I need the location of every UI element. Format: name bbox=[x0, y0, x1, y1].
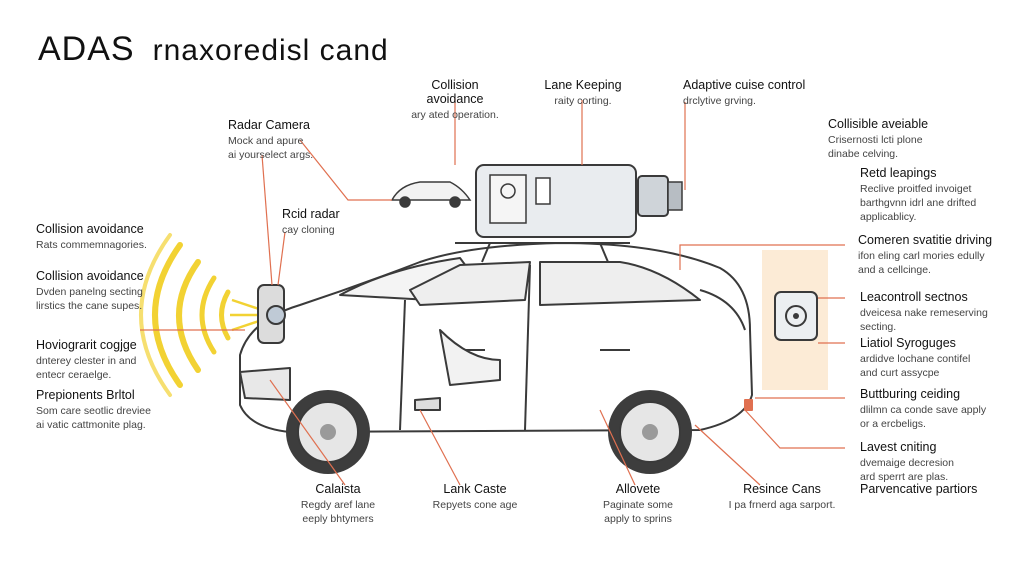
label-collision-avoidance-left-2: Collision avoidance Dvden panelng sectin… bbox=[36, 269, 156, 313]
label-heading: Radar Camera bbox=[228, 118, 310, 132]
label-desc: Dvden panelng secting bbox=[36, 286, 143, 298]
label-desc: Mock and apure bbox=[228, 135, 304, 147]
label-desc: ai vatic cattmonite plag. bbox=[36, 419, 146, 431]
page-title: ADAS rnaxoredisl cand bbox=[38, 30, 389, 69]
roof-rack bbox=[455, 242, 630, 263]
label-lane-keeping-top: Lane Keeping raity corting. bbox=[538, 78, 628, 108]
label-heading: Lavest cniting bbox=[860, 440, 937, 454]
label-heading: Buttburing ceiding bbox=[860, 387, 961, 401]
label-desc: entecr ceraelge. bbox=[36, 369, 112, 381]
label-comeren-driving: Comeren svatitie driving ifon eling carl… bbox=[858, 233, 998, 277]
label-heading: Liatiol Syroguges bbox=[860, 336, 956, 350]
side-sensor-module bbox=[774, 291, 818, 341]
car-outline bbox=[239, 242, 753, 433]
label-desc: I pa frnerd aga sarport. bbox=[728, 499, 836, 511]
label-heading: Prepionents Brltol bbox=[36, 388, 135, 402]
roof-control-unit bbox=[475, 164, 683, 238]
label-liatiol-syroguges: Liatiol Syroguges ardidve lochane contif… bbox=[860, 336, 1000, 380]
radar-waves bbox=[139, 233, 231, 397]
label-resince-cans: Resince Cans I pa frnerd aga sarport. bbox=[722, 482, 842, 512]
label-heading: Resince Cans bbox=[743, 482, 821, 496]
label-heading: Calaista bbox=[315, 482, 361, 496]
label-desc: or a ercbeligs. bbox=[860, 418, 926, 430]
label-collision-avoidance-top: Collision avoidance ary ated operation. bbox=[405, 78, 505, 122]
label-desc: applicablicy. bbox=[860, 211, 917, 223]
mini-car-icon bbox=[390, 181, 472, 208]
title-main: ADAS bbox=[38, 30, 135, 68]
label-adaptive-cruise: Adaptive cuise control drclytive grving. bbox=[683, 78, 813, 108]
front-radar-sensor bbox=[257, 284, 286, 344]
label-desc: Crisernosti lcti plone bbox=[828, 134, 923, 146]
label-buttburing-ceiding: Buttburing ceiding dlilmn ca conde save … bbox=[860, 387, 1000, 431]
label-desc: and curt assycpe bbox=[860, 367, 940, 379]
label-heading: Adaptive cuise control bbox=[683, 78, 806, 92]
label-desc: and a cellcinge. bbox=[858, 264, 931, 276]
label-desc: lirstics the cane supes. bbox=[36, 300, 143, 312]
label-desc: Repyets cone age bbox=[432, 499, 518, 511]
label-desc: ard sperrt are plas. bbox=[860, 471, 949, 483]
label-lank-caste: Lank Caste Repyets cone age bbox=[420, 482, 530, 512]
label-desc: ai yourselect args. bbox=[228, 149, 314, 161]
label-allovete: Allovete Paginate some apply to sprins bbox=[588, 482, 688, 526]
label-desc: dvemaige decresion bbox=[860, 457, 954, 469]
label-desc: raity corting. bbox=[554, 95, 612, 107]
label-rcid-radar: Rcid radar cay cloning bbox=[282, 207, 362, 237]
label-calaista: Calaista Regdy aref lane eeply bhtymers bbox=[288, 482, 388, 526]
label-heading: Allovete bbox=[615, 482, 661, 496]
label-radar-camera: Radar Camera Mock and apure ai yourselec… bbox=[228, 118, 338, 162]
label-desc: ifon eling carl mories edully bbox=[858, 250, 985, 262]
label-collision-avoidance-left: Collision avoidance Rats commemnagories. bbox=[36, 222, 156, 252]
title-subtitle: rnaxoredisl cand bbox=[152, 34, 389, 67]
label-desc: Som care seotlic dreviee bbox=[36, 405, 151, 417]
label-desc: barthgvnn idrl ane drifted bbox=[860, 197, 977, 209]
label-heading: Rcid radar bbox=[282, 207, 340, 221]
label-collisible-aveiable: Collisible aveiable Crisernosti lcti plo… bbox=[828, 117, 948, 161]
label-hoviograrit-cogjge: Hoviograrit cogjge dnterey clester in an… bbox=[36, 338, 156, 382]
label-heading: Hoviograrit cogjge bbox=[36, 338, 137, 352]
label-desc: Regdy aref lane bbox=[300, 499, 376, 511]
label-parvencative-partiors: Parvencative partiors bbox=[860, 482, 1000, 498]
label-desc: ardidve lochane contifel bbox=[860, 353, 971, 365]
label-desc: dlilmn ca conde save apply bbox=[860, 404, 987, 416]
label-leacontroll-sectnos: Leacontroll sectnos dveicesa nake remese… bbox=[860, 290, 1000, 334]
label-heading: Collision avoidance bbox=[36, 269, 144, 283]
label-desc: Paginate some bbox=[602, 499, 674, 511]
label-desc: drclytive grving. bbox=[683, 95, 756, 107]
label-desc: cay cloning bbox=[282, 224, 335, 236]
label-heading: Parvencative partiors bbox=[860, 482, 978, 496]
label-desc: ary ated operation. bbox=[411, 109, 499, 121]
label-desc: dnterey clester in and bbox=[36, 355, 137, 367]
label-desc: Reclive proitfed invoiget bbox=[860, 183, 972, 195]
rear-wheel bbox=[608, 390, 692, 474]
label-prepionents-brltol: Prepionents Brltol Som care seotlic drev… bbox=[36, 388, 156, 432]
label-heading: Collisible aveiable bbox=[828, 117, 929, 131]
label-desc: dinabe celving. bbox=[828, 148, 899, 160]
label-heading: Collision avoidance bbox=[36, 222, 144, 236]
label-desc: apply to sprins bbox=[604, 513, 672, 525]
leader-lines bbox=[140, 98, 845, 486]
label-desc: eeply bhtymers bbox=[302, 513, 374, 525]
label-heading: Lane Keeping bbox=[544, 78, 622, 92]
front-wheel bbox=[286, 390, 370, 474]
label-desc: dveicesa nake remeserving bbox=[860, 307, 988, 319]
label-heading: Retd leapings bbox=[860, 166, 937, 180]
label-heading: Leacontroll sectnos bbox=[860, 290, 968, 304]
label-heading: Comeren svatitie driving bbox=[858, 233, 993, 247]
label-retd-leapings: Retd leapings Reclive proitfed invoiget … bbox=[860, 166, 990, 224]
label-desc: Rats commemnagories. bbox=[36, 239, 147, 251]
label-lavest-cniting: Lavest cniting dvemaige decresion ard sp… bbox=[860, 440, 1000, 484]
label-heading: Lank Caste bbox=[443, 482, 507, 496]
label-heading: Collision avoidance bbox=[426, 78, 484, 106]
label-desc: secting. bbox=[860, 321, 897, 333]
